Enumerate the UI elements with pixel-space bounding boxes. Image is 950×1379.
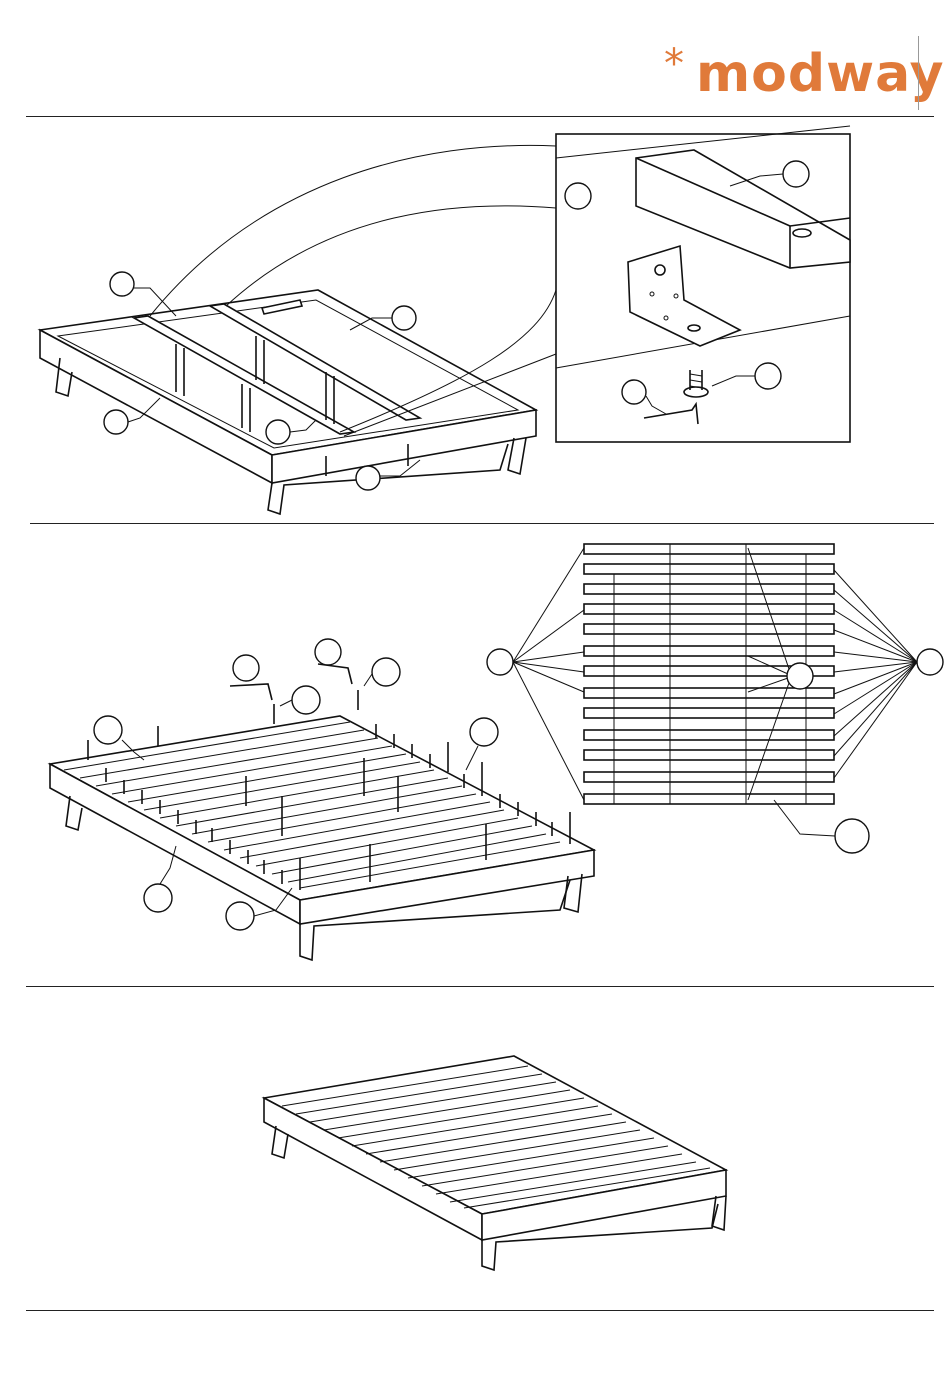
step3-finished-bed — [264, 1056, 726, 1270]
step1-detail-closeup — [556, 126, 850, 442]
step2-slat-illustration — [50, 639, 594, 960]
step2-slat-layout — [487, 544, 943, 853]
step1-frame-illustration — [40, 145, 556, 514]
